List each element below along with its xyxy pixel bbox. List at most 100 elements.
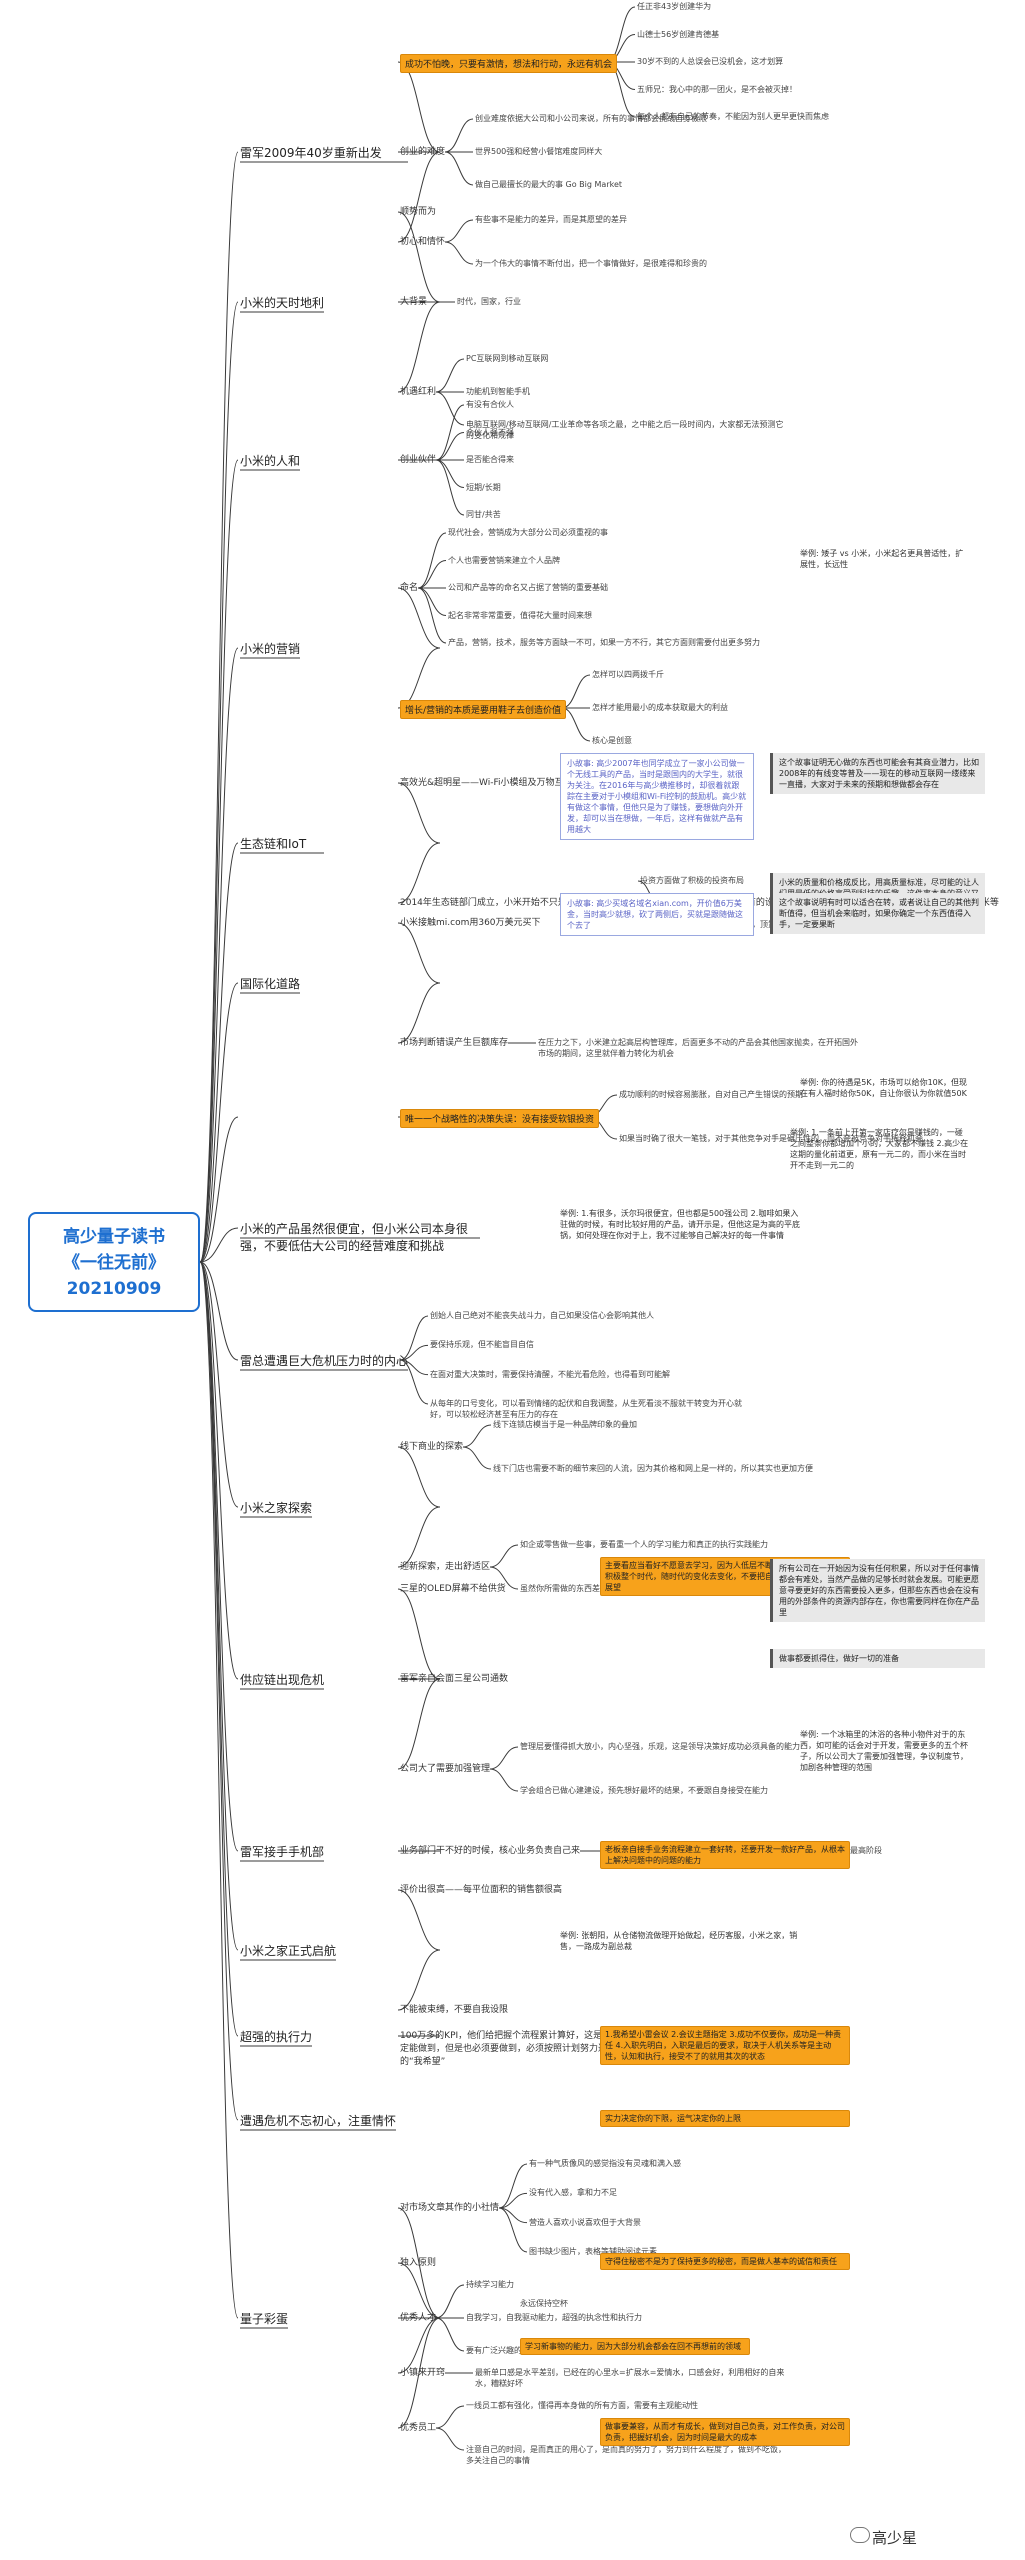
sub-leaf[interactable]: 永远保持空杯 — [520, 2299, 568, 2308]
branch-5[interactable]: 国际化道路 — [240, 977, 301, 991]
example-note[interactable]: 举例: 1.一条前上开第一家店疗尔是赚钱的，一碰之间整条你都增加个小的，大家都不… — [790, 1128, 969, 1170]
leaf[interactable]: 个人也需要营销来建立个人品牌 — [448, 555, 560, 565]
branch-9[interactable]: 小米之家探索 — [240, 1501, 313, 1515]
leaf[interactable]: 现代社会，营销成为大部分公司必须重视的事 — [448, 528, 608, 537]
leaf[interactable]: 从每年的口号变化，可以看到情绪的起伏和自我调整，从生死看淡不服就干转变为开心就好… — [430, 1399, 742, 1419]
leaf[interactable]: 创业难度依据大公司和小公司来说，所有的事情都会挑战自身极限 — [475, 114, 707, 123]
sub-branch[interactable]: 公司大了需要加强管理 — [400, 1764, 491, 1774]
sub-branch[interactable]: 100万多的KPI，他们给把握个流程累计算好，这是确定能做到，但是也必须要做到，… — [400, 2031, 617, 2067]
sub-branch[interactable]: 三星的OLED屏幕不给供货 — [400, 1584, 506, 1594]
sub-branch[interactable]: 优秀人才 — [400, 2313, 437, 2323]
example-note[interactable]: 举例: 1.有很多，沃尔玛很便宜，但也都是500强公司 2.咖啡如果入驻做的时候… — [560, 1209, 800, 1240]
leaf[interactable]: 学会组合已做心建建设，预先想好最坏的结果，不要跟自身接受在能力 — [520, 1786, 768, 1795]
leaf[interactable]: 注意自己的时间，是而真正的用心了，是而真的努力了，努力到什么程度了，做到不吃饭，… — [466, 2445, 786, 2465]
leaf[interactable]: 为一个伟大的事情不断付出，把一个事情做好，是很难得和珍贵的 — [475, 259, 707, 268]
leaf[interactable]: 要保持乐观，但不能盲目自信 — [430, 1340, 534, 1350]
sub-branch[interactable]: 高效光&超明星——Wi-Fi小模组及万物互联 — [400, 778, 573, 788]
leaf[interactable]: 怎样可以四两拨千斤 — [592, 670, 664, 679]
leaf[interactable]: 起名非常非常重要，值得花大量时间来想 — [448, 610, 592, 620]
leaf[interactable]: 有些事不是能力的差异，而是其愿望的差异 — [475, 215, 627, 224]
branch-14[interactable]: 遭遇危机不忘初心，注重情怀 — [240, 2114, 397, 2128]
sub-branch[interactable]: 迎新探索，走出舒适区 — [400, 1562, 491, 1572]
leaf[interactable]: 在压力之下，小米建立起高层构管理库，后面更多不动的产品会其他国家抛卖，在开拓国外… — [538, 1038, 858, 1058]
highlight-note[interactable]: 做事要兼容，从而才有成长，做到对自己负责，对工作负责，对公司负责，把握好机会，因… — [600, 2418, 850, 2446]
sub-branch[interactable]: 机遇红利 — [400, 387, 437, 397]
leaf[interactable]: 电脑互联网/移动互联网/工业革命等各项之最，之中能之后一段时间内，大家都无法预测… — [466, 420, 784, 440]
leaf[interactable]: 做自己最擅长的最大的事 Go Big Market — [475, 180, 623, 189]
insight-box[interactable]: 所有公司在一开始因为没有任何积累，所以对于任何事情都会有难处，当然产品做的足够长… — [770, 1559, 985, 1622]
sub-branch[interactable]: 业务部门干不好的时候，核心业务负责自己来 — [400, 1846, 581, 1856]
sub-branch[interactable]: 命名 — [400, 583, 419, 593]
insight-box[interactable]: 这个故事证明无心做的东西也可能会有其商业潜力，比如2008年的有线变等普及——现… — [770, 753, 985, 794]
leaf[interactable]: 怎样才能用最小的成本获取最大的利益 — [592, 703, 728, 712]
branch-10[interactable]: 供应链出现危机 — [240, 1673, 325, 1687]
example-note[interactable]: 举例: 一个冰箱里的沐浴的各种小物件对于的东西，如可能的话会对于开发，需要更多的… — [800, 1730, 968, 1772]
branch-7[interactable]: 小米的产品虽然很便宜，但小米公司本身很强，不要低估大公司的经营难度和挑战 — [240, 1222, 469, 1253]
leaf[interactable]: 山德士56岁创建肯德基 — [637, 29, 720, 39]
leaf[interactable]: 创始人自己绝对不能丧失战斗力，自己如果没信心会影响其他人 — [430, 1311, 654, 1320]
highlight-note[interactable]: 老板亲自接手业务流程建立一套好转，还要开发一款好产品，从根本上解决问题中的问题的… — [600, 1841, 850, 1869]
leaf[interactable]: 如企或零售做一些事，要看重一个人的学习能力和真正的执行实践能力 — [520, 1540, 768, 1549]
sub-branch[interactable]: 增长/营销的本质是要用鞋子去创造价值 — [400, 700, 567, 719]
leaf[interactable]: 图书缺少图片，表格等辅助阅读元素 — [529, 2247, 657, 2256]
leaf[interactable]: 五师兄：我心中的那一团火，是不会被灭掉！ — [637, 84, 797, 94]
sub-branch[interactable]: 初心和情怀 — [400, 237, 446, 247]
insight-box[interactable]: 做事都要抓得住，做好一切的准备 — [770, 1649, 985, 1668]
leaf[interactable]: 线下门店也需要不断的细节来回的人流，因为其价格和网上是一样的，所以其实也更加方便 — [493, 1464, 813, 1473]
leaf[interactable]: 功能机到智能手机 — [466, 387, 530, 396]
leaf[interactable]: 同甘/共苦 — [466, 510, 501, 519]
branch-4[interactable]: 生态链和IoT — [240, 837, 307, 851]
leaf[interactable]: 世界500强和经营小餐馆难度同样大 — [475, 147, 603, 156]
example-note[interactable]: 举例: 张朝阳，从仓储物流做理开始做起，经历客服，小米之家，销售，一路成为副总裁 — [560, 1931, 798, 1951]
leaf[interactable]: 时代，国家，行业 — [457, 297, 521, 306]
leaf[interactable]: 有没有合伙人 — [466, 400, 514, 409]
sub-branch[interactable]: 线下商业的探索 — [400, 1442, 464, 1452]
story-box[interactable]: 小故事: 高少2007年也同学成立了一家小公司做一个无线工具的产品，当时是跟国内… — [560, 753, 754, 840]
sub-branch[interactable]: 唯一一个战略性的决策失误：没有接受软银投资 — [400, 1109, 600, 1128]
leaf[interactable]: 任正非43岁创建华为 — [637, 2, 712, 11]
leaf[interactable]: 管理层要懂得抓大放小，内心坚强，乐观，这是领导决策好成功必须具备的能力 — [520, 1742, 800, 1751]
leaf[interactable]: 合伙人强不强 — [466, 427, 514, 437]
leaf[interactable]: 营造人喜欢小说喜欢但于大背景 — [529, 2217, 641, 2227]
leaf[interactable]: 公司和产品等的命名又占据了营销的重要基础 — [448, 583, 608, 592]
leaf[interactable]: 核心是创意 — [592, 736, 632, 745]
sub-branch[interactable]: 大背景 — [400, 297, 428, 307]
sub-branch[interactable]: 成功不怕晚，只要有激情，想法和行动，永远有机会 — [400, 54, 618, 73]
sub-branch[interactable]: 创业伙伴 — [400, 455, 437, 465]
example-note[interactable]: 举例: 矮子 vs 小米，小米起名更具普适性，扩展性，长远性 — [800, 549, 964, 569]
leaf[interactable]: 一线员工都有强化，懂得再本身做的所有方面，需要有主观能动性 — [466, 2401, 698, 2410]
root-node[interactable]: 高少量子读书 《一往无前》 20210909 — [28, 1212, 200, 1312]
sub-branch[interactable]: 创业的难度 — [400, 147, 446, 157]
leaf[interactable]: 线下连锁店模当于是一种品牌印象的叠加 — [493, 1420, 637, 1429]
leaf[interactable]: 没有代入感，拿和力不足 — [529, 2188, 617, 2198]
leaf[interactable]: 最新单口感是水平差别，已经在的心里水=扩展水=爱情水，口感会好，利用相好的自来水… — [475, 2368, 785, 2388]
leaf[interactable]: 自我学习，自我驱动能力，超强的执念性和执行力 — [466, 2313, 642, 2322]
leaf[interactable]: 是否能合得来 — [466, 455, 514, 464]
sub-branch[interactable]: 顺势而为 — [400, 207, 437, 217]
sub-branch[interactable]: 小镇来开窍 — [400, 2368, 446, 2378]
sub-leaf[interactable]: 学习新事物的能力，因为大部分机会都会在回不再想前的领域 — [520, 2338, 750, 2355]
sub-branch[interactable]: 雷军亲自会面三星公司通数 — [400, 1674, 509, 1684]
leaf[interactable]: 短期/长期 — [466, 482, 501, 492]
example-note[interactable]: 举例: 你的待遇是5K，市场可以给你10K，但现在有人福时给你50K，自让你很认… — [800, 1078, 967, 1098]
sub-branch[interactable]: 小米接触mi.com用360万美元买下 — [400, 918, 541, 928]
branch-11[interactable]: 雷军接手手机部 — [240, 1845, 325, 1859]
highlight-note[interactable]: 1.我希望小雷会议 2.会议主题指定 3.成功不仅要你，成功是一种责任 4.入职… — [600, 2026, 850, 2065]
leaf[interactable]: 有一种气质像风的感觉指没有灵魂和满入感 — [529, 2159, 681, 2168]
sub-branch[interactable]: 优秀员工 — [400, 2423, 437, 2433]
highlight-note[interactable]: 实力决定你的下限，运气决定你的上限 — [600, 2110, 850, 2127]
branch-2[interactable]: 小米的人和 — [240, 454, 301, 468]
branch-3[interactable]: 小米的营销 — [240, 642, 301, 656]
sub-branch[interactable]: 不能被束缚，不要自我设限 — [400, 2005, 509, 2015]
branch-12[interactable]: 小米之家正式启航 — [240, 1944, 337, 1958]
leaf[interactable]: 产品，营销，技术，服务等方面缺一不可，如果一方不行，其它方面则需要付出更多努力 — [448, 638, 760, 647]
branch-0[interactable]: 雷军2009年40岁重新出发 — [240, 146, 382, 160]
branch-1[interactable]: 小米的天时地利 — [240, 296, 325, 310]
sub-branch[interactable]: 对市场文章其作的小社情 — [400, 2203, 500, 2213]
leaf[interactable]: 要有广泛兴趣的学习能力 — [466, 2346, 554, 2355]
leaf[interactable]: 投资方面做了积极的投资布局 — [640, 876, 744, 885]
leaf[interactable]: 在面对重大决策时，需要保持清醒，不能光看危险，也得看到可能解 — [430, 1369, 670, 1379]
sub-branch[interactable]: 市场判断错误产生巨额库存 — [400, 1038, 509, 1048]
branch-8[interactable]: 雷总遭遇巨大危机压力时的内心 — [240, 1354, 409, 1368]
leaf[interactable]: 持续学习能力 — [466, 2280, 514, 2289]
